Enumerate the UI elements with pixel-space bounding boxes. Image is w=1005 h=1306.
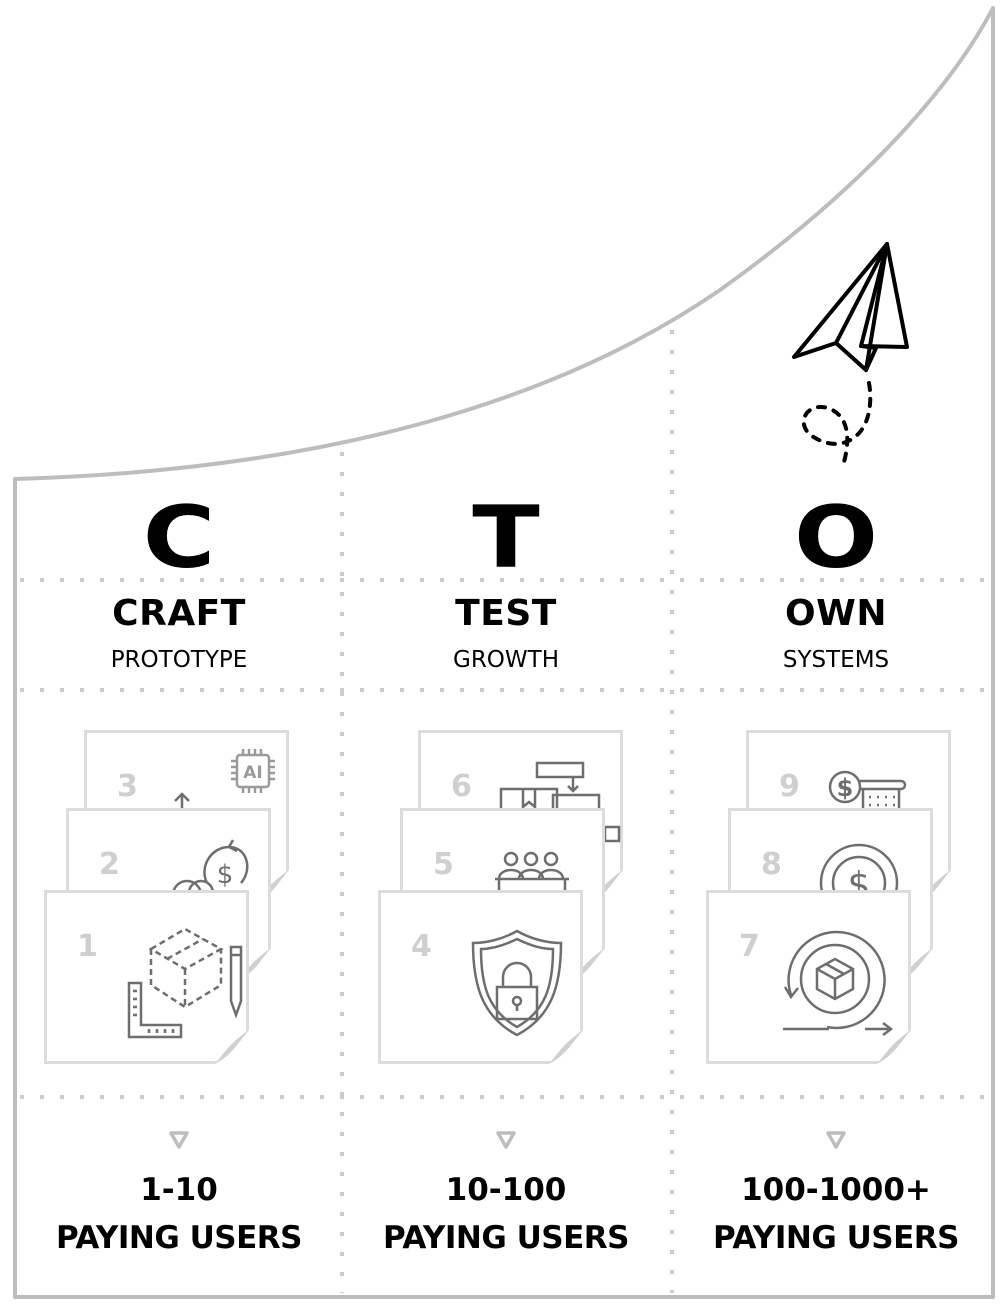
stage-subtitle: GROWTH: [453, 647, 559, 673]
step-number: 5: [433, 847, 454, 882]
box-ruler-pencil-icon: [127, 927, 243, 1039]
dollar-calculator-icon: $: [828, 770, 907, 813]
stage-title: TEST: [455, 593, 557, 634]
card-stack: 9 $ 8 $ 7: [673, 725, 999, 1075]
step-number: 2: [99, 847, 120, 882]
stage-marker: [343, 1130, 669, 1154]
dollar-cycle-icon: $: [171, 839, 249, 895]
stage-marker: [673, 1130, 999, 1154]
page-curl-icon: [549, 1030, 583, 1064]
page-curl-icon: [215, 1030, 249, 1064]
users-label: PAYING USERS: [713, 1220, 959, 1256]
shield-lock-icon: [471, 929, 563, 1037]
team-desk-icon: [495, 851, 569, 895]
paper-plane-icon: [792, 242, 909, 464]
stage-letter: T: [472, 488, 540, 588]
step-card-1: 1: [44, 890, 249, 1064]
stage-marker: [16, 1130, 342, 1154]
users-label: PAYING USERS: [383, 1220, 629, 1256]
users-label: PAYING USERS: [56, 1220, 302, 1256]
box-cycle-icon: [783, 930, 894, 1036]
triangle-down-icon: [169, 1131, 189, 1149]
step-card-7: 7: [706, 890, 911, 1064]
ai-chip-icon: AI: [231, 749, 275, 793]
triangle-down-icon: [826, 1131, 846, 1149]
stage-subtitle: SYSTEMS: [782, 647, 890, 673]
card-stack: 6 5 4: [343, 725, 669, 1075]
card-stack: 3 AI 2 $ 1: [16, 725, 342, 1075]
step-number: 8: [761, 847, 782, 882]
user-range: 1-10: [140, 1172, 218, 1208]
stage-letter: C: [142, 488, 216, 588]
step-number: 1: [77, 929, 98, 964]
page-curl-icon: [877, 1030, 911, 1064]
step-number: 6: [451, 769, 472, 804]
step-number: 7: [739, 929, 760, 964]
step-number: 9: [779, 769, 800, 804]
step-card-4: 4: [378, 890, 583, 1064]
user-range: 100-1000+: [741, 1172, 931, 1208]
stage-title: OWN: [785, 593, 887, 634]
step-number: 3: [117, 769, 138, 804]
triangle-down-icon: [496, 1131, 516, 1149]
svg-text:AI: AI: [243, 763, 262, 783]
stage-craft-column: C CRAFT PROTOTYPE 3 AI 2 $ 1: [16, 480, 342, 1298]
growth-curve: [13, 6, 995, 1299]
user-range: 10-100: [445, 1172, 567, 1208]
svg-text:$: $: [217, 860, 234, 890]
stage-letter: O: [793, 488, 879, 588]
stage-own-column: O OWN SYSTEMS 9 $ 8 $ 7: [673, 480, 999, 1298]
stage-test-column: T TEST GROWTH 6 5 4: [343, 480, 669, 1298]
step-number: 4: [411, 929, 432, 964]
svg-text:$: $: [837, 774, 854, 802]
stage-title: CRAFT: [112, 593, 246, 634]
stage-subtitle: PROTOTYPE: [110, 647, 248, 673]
